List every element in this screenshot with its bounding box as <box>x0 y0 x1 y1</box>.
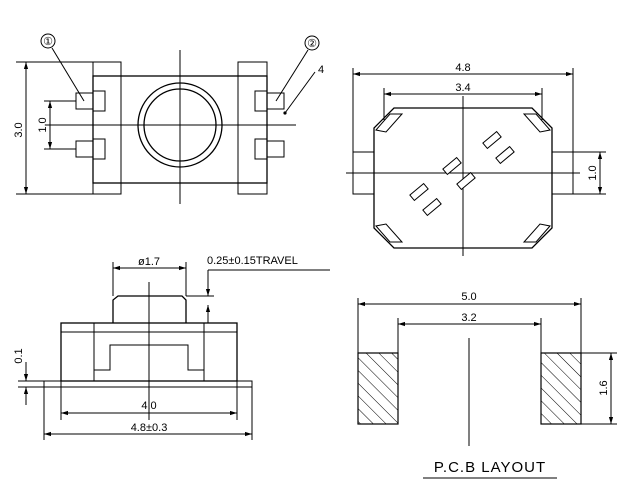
dim-height-label: 3.0 <box>13 122 25 137</box>
top-left-tab <box>92 61 122 76</box>
pcb-layout: 5.0 3.2 1.6 P.C.B LAYOUT <box>357 291 617 479</box>
bottom-right-tab <box>237 183 268 195</box>
pcb-pad-right <box>540 352 582 425</box>
corner-tab-tr <box>522 113 551 133</box>
callout-1-label: ① <box>43 36 53 48</box>
top-view: 3.0 1.0 ① ② 4 <box>13 33 324 204</box>
right-terminal-lower <box>266 140 285 158</box>
bottom-view: 4.8 3.4 1.0 <box>346 62 606 256</box>
right-terminal-upper <box>266 92 285 110</box>
top-right-tab <box>237 61 268 76</box>
left-terminal-lower <box>75 140 94 158</box>
callout-2-circle <box>304 35 320 51</box>
pcb-dim-outer-label: 5.0 <box>461 291 476 303</box>
dim-pad-label: 1.0 <box>587 165 599 180</box>
corner-tab-tl <box>375 113 404 133</box>
callout-2-label: ② <box>307 38 317 50</box>
corner-tab-br <box>522 223 551 243</box>
pcb-pad-left <box>357 352 399 425</box>
pcb-layout-title: P.C.B LAYOUT <box>434 459 546 476</box>
dim-body-label: 4.0 <box>141 400 156 412</box>
dim-pitch-label: 1.0 <box>37 117 49 132</box>
bottom-left-tab <box>92 183 122 195</box>
dim-travel-label: 0.25±0.15TRAVEL <box>207 255 298 267</box>
terminal-legs <box>43 380 253 388</box>
pcb-dim-inner-label: 3.2 <box>461 312 476 324</box>
dim-offset-label: 0.1 <box>13 348 25 363</box>
dim-diameter-label: ø1.7 <box>138 256 160 268</box>
plunger-outline <box>112 295 187 323</box>
callout-4-label: 4 <box>318 64 324 76</box>
side-view: ø1.7 0.25±0.15TRAVEL 0.1 4.0 4.8±0.3 <box>13 255 330 440</box>
dim-width-label: 4.8 <box>455 62 470 74</box>
callout-1-circle <box>40 33 56 49</box>
dim-overall-label: 4.8±0.3 <box>131 422 168 434</box>
dim-inner-label: 3.4 <box>455 82 470 94</box>
contact-slots <box>409 130 515 217</box>
pcb-dim-pad-label: 1.6 <box>598 380 610 395</box>
left-terminal-upper <box>75 92 94 110</box>
corner-tab-bl <box>375 223 404 243</box>
